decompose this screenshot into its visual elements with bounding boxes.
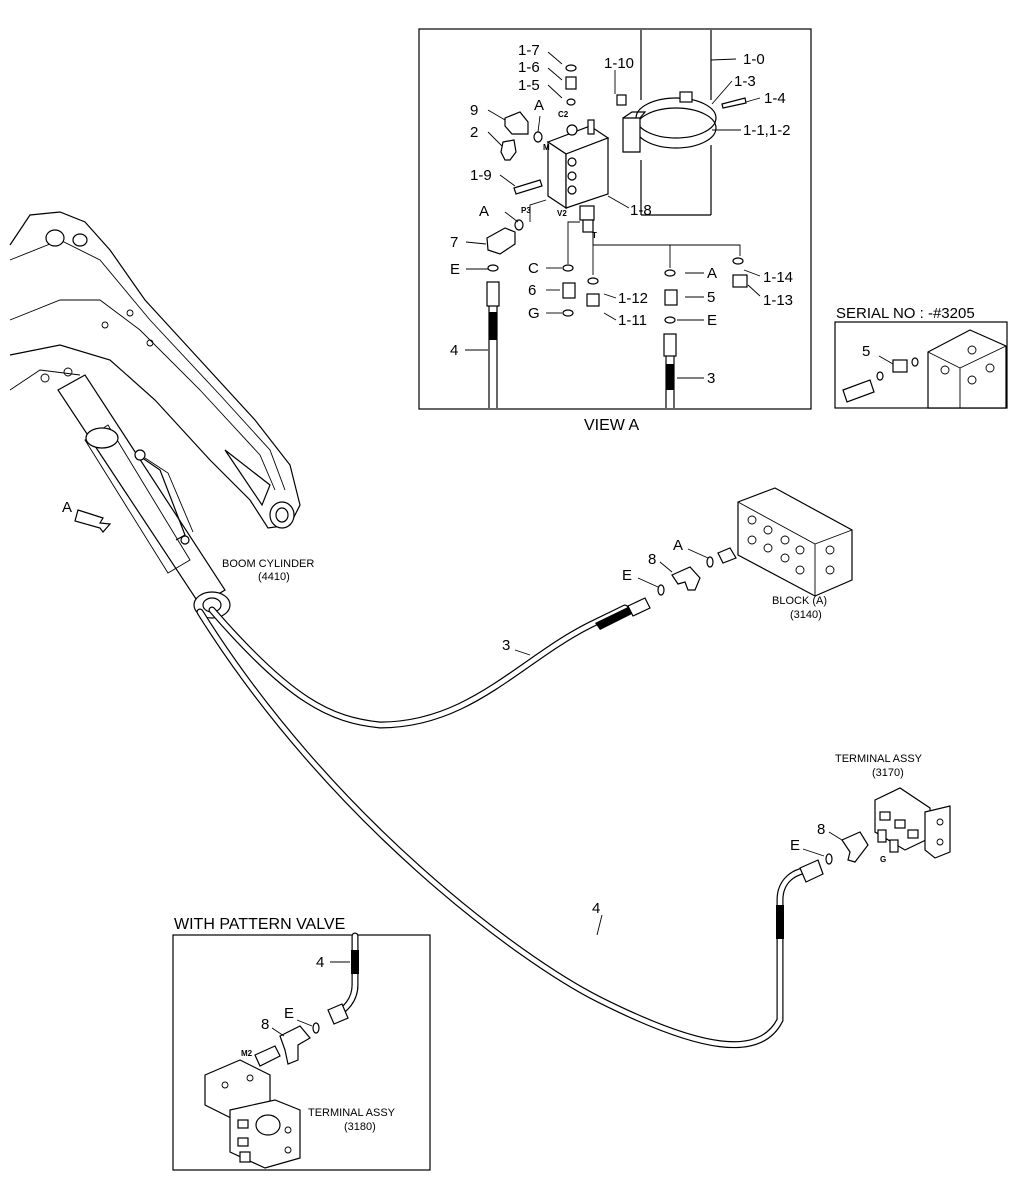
valve-1-8 <box>546 119 610 233</box>
cap-1-13 <box>732 274 748 288</box>
svg-text:7: 7 <box>450 234 458 251</box>
svg-text:1-11: 1-11 <box>618 312 647 329</box>
label-hose-3: 3 <box>502 637 510 654</box>
terminal-3180-code: (3180) <box>344 1121 376 1133</box>
label-oring-e-block: E <box>622 567 632 584</box>
svg-text:5: 5 <box>707 289 715 306</box>
serial-block <box>927 329 1007 409</box>
svg-text:P3: P3 <box>521 206 531 215</box>
label-pattern-oring-e: E <box>284 1005 294 1022</box>
terminal-3180 <box>204 1059 301 1169</box>
clamp-1-1 <box>622 91 717 153</box>
pattern-fitting-8 <box>279 1025 311 1065</box>
bolt-1-4 <box>721 97 747 109</box>
block-a <box>737 487 853 597</box>
terminal-port-g: G <box>880 855 886 864</box>
elbow-7 <box>486 227 516 255</box>
svg-text:E: E <box>450 261 460 278</box>
svg-text:1-0: 1-0 <box>743 51 765 68</box>
fitting-8-terminal <box>841 831 869 863</box>
pattern-valve-hose-4 <box>327 932 359 1025</box>
svg-text:T: T <box>592 231 597 240</box>
arrow-a-label: A <box>62 499 72 516</box>
terminal-3170-code: (3170) <box>872 767 904 779</box>
svg-text:1-4: 1-4 <box>764 90 786 107</box>
svg-text:1-9: 1-9 <box>470 167 492 184</box>
svg-text:A: A <box>707 265 717 282</box>
label-fitting-8-terminal: 8 <box>817 821 825 838</box>
svg-text:4: 4 <box>450 342 458 359</box>
svg-text:1-5: 1-5 <box>518 77 540 94</box>
svg-text:1-1,1-2: 1-1,1-2 <box>743 122 791 139</box>
svg-text:1-10: 1-10 <box>604 55 634 72</box>
boom-cylinder-name: BOOM CYLINDER <box>222 558 314 570</box>
fitting-5 <box>664 289 678 306</box>
svg-text:C2: C2 <box>558 110 569 119</box>
label-hose-4: 4 <box>592 900 600 917</box>
svg-text:1-7: 1-7 <box>518 42 540 59</box>
view-a-caption: VIEW A <box>584 417 639 434</box>
boom-structure <box>9 211 301 529</box>
bolt-1-9 <box>513 179 543 195</box>
svg-text:C: C <box>528 260 539 277</box>
fitting-2 <box>500 139 517 161</box>
serial-fitting-5 <box>892 359 908 373</box>
svg-text:2: 2 <box>470 124 478 141</box>
plug-1-6 <box>565 76 577 90</box>
svg-text:A: A <box>479 203 489 220</box>
view-a-labels: 1-7 1-6 1-5 1-10 1-0 1-3 1-4 9 A 2 1-1,1… <box>450 42 793 387</box>
block-a-name: BLOCK (A) <box>772 595 827 607</box>
svg-text:E: E <box>707 312 717 329</box>
hose-3 <box>208 597 651 729</box>
serial-frame <box>834 321 1008 409</box>
view-a-arrow <box>74 509 112 533</box>
pattern-valve-frame <box>172 934 431 1171</box>
fitting-6 <box>562 282 576 299</box>
hose-4 <box>196 608 824 1049</box>
svg-text:1-13: 1-13 <box>763 292 793 309</box>
view-a-leaders <box>465 51 761 379</box>
serial-label-5: 5 <box>862 343 870 360</box>
fitting-8-block <box>671 566 701 591</box>
svg-text:1-6: 1-6 <box>518 59 540 76</box>
svg-text:1-14: 1-14 <box>763 269 793 286</box>
oring-1-5 <box>566 98 576 106</box>
label-fitting-8-block: 8 <box>648 551 656 568</box>
svg-text:M: M <box>543 143 550 152</box>
terminal-3170-name: TERMINAL ASSY <box>835 753 923 765</box>
svg-text:6: 6 <box>528 282 536 299</box>
oring-1-7 <box>565 64 577 72</box>
label-pattern-hose-4: 4 <box>316 954 324 971</box>
pattern-valve-title: WITH PATTERN VALVE <box>174 916 345 933</box>
label-oring-a-block: A <box>673 537 683 554</box>
terminal-3180-name: TERMINAL ASSY <box>308 1107 396 1119</box>
svg-text:V2: V2 <box>557 209 567 218</box>
svg-text:9: 9 <box>470 102 478 119</box>
view-a-port-marks: C2 P3 V2 T M <box>521 110 597 240</box>
svg-text:1-12: 1-12 <box>618 290 648 307</box>
svg-text:1-3: 1-3 <box>734 73 756 90</box>
view-a-frame <box>418 28 812 410</box>
cap-1-12 <box>586 293 600 307</box>
boom-cylinder <box>57 374 231 619</box>
bolt-1-10 <box>616 94 627 106</box>
svg-text:G: G <box>528 305 540 322</box>
svg-text:1-8: 1-8 <box>630 202 652 219</box>
boom-cylinder-code: (4410) <box>258 571 290 583</box>
svg-text:3: 3 <box>707 370 715 387</box>
svg-text:A: A <box>534 97 544 114</box>
elbow-9 <box>504 111 529 135</box>
serial-title: SERIAL NO : -#3205 <box>836 305 975 322</box>
pattern-port-m2: M2 <box>241 1049 253 1058</box>
label-oring-e-terminal: E <box>790 837 800 854</box>
label-pattern-fitting-8: 8 <box>261 1016 269 1033</box>
terminal-3170 <box>874 787 951 859</box>
block-a-code: (3140) <box>790 609 822 621</box>
